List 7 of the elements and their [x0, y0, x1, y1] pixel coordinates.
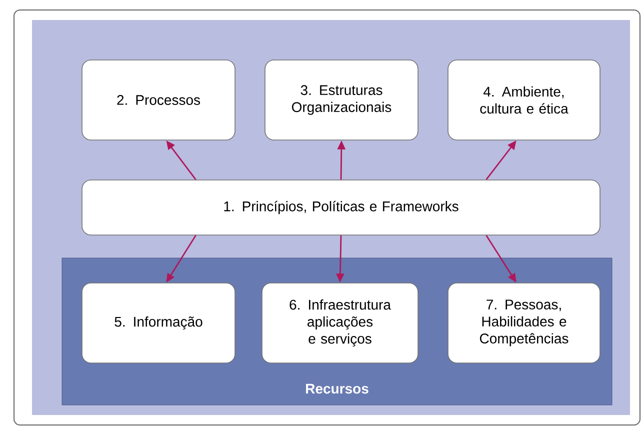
process-box: 4. Ambiente, cultura e ética: [448, 60, 600, 140]
process-box: 5. Informação: [82, 282, 236, 364]
process-box: 3. Estruturas Organizacionais: [264, 60, 418, 140]
process-box: 2. Processos: [82, 60, 236, 140]
process-box: 7. Pessoas, Habilidades e Competências: [448, 282, 600, 364]
process-box: 1. Princípios, Políticas e Frameworks: [82, 180, 600, 236]
process-box: 6. Infraestrutura aplicações e serviços: [262, 282, 418, 364]
